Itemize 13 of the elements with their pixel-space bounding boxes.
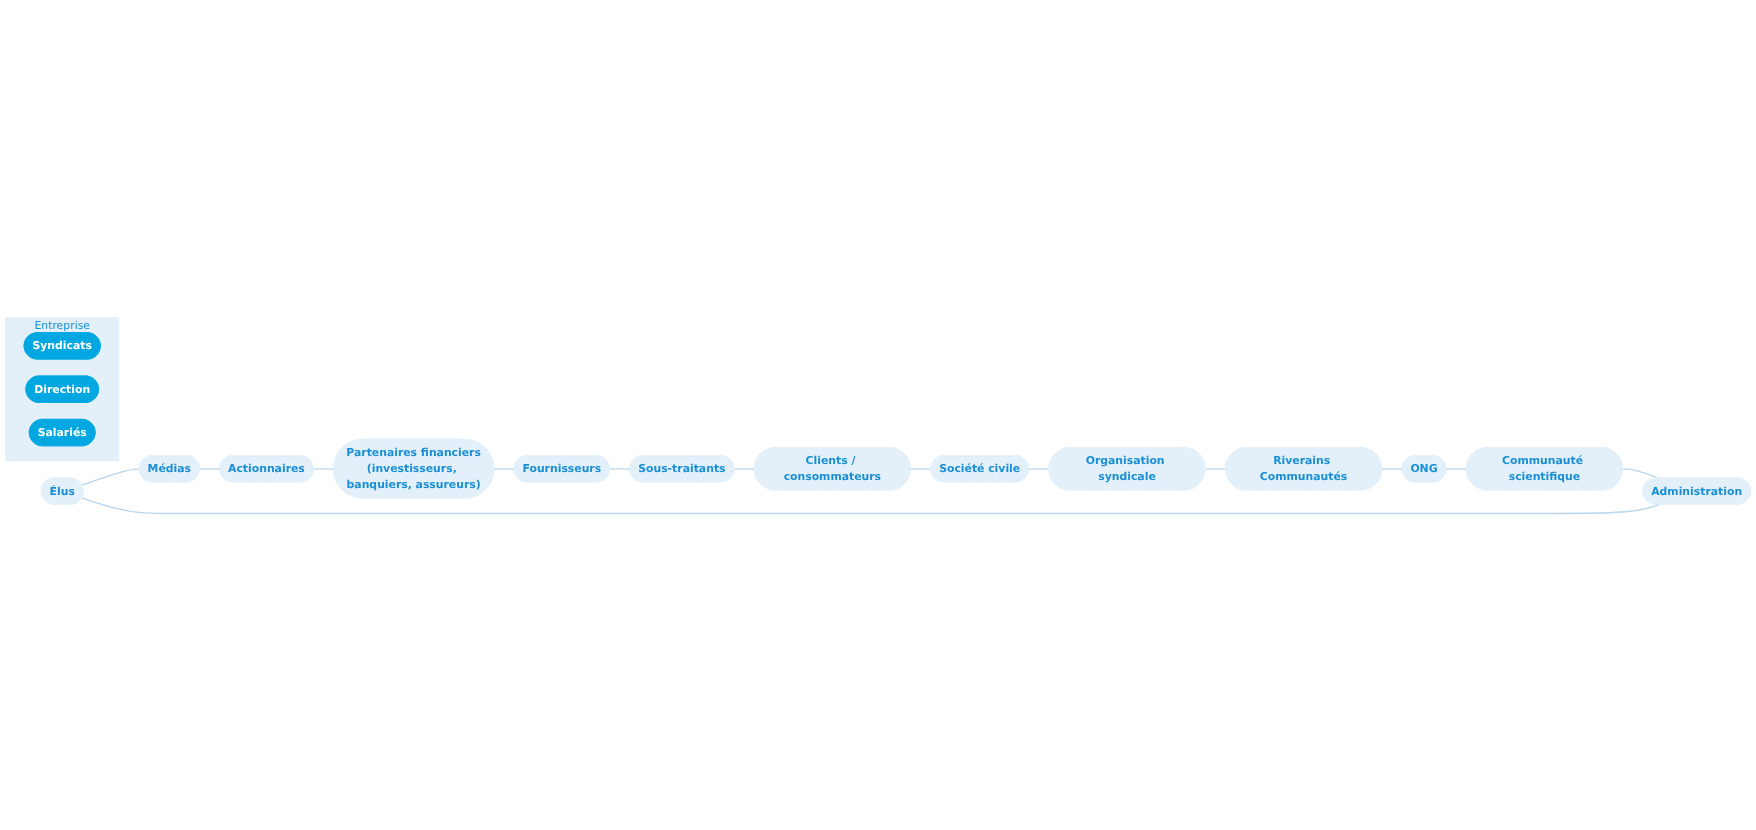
connector xyxy=(312,467,335,470)
connector xyxy=(199,467,221,470)
connector xyxy=(1445,467,1468,470)
connector xyxy=(81,496,1660,514)
connector xyxy=(609,467,631,470)
connector xyxy=(81,467,141,486)
connector xyxy=(1381,467,1404,470)
connector xyxy=(733,467,756,470)
connector xyxy=(1204,467,1227,470)
connector xyxy=(1622,467,1660,479)
connector xyxy=(493,467,516,470)
connector xyxy=(1028,467,1050,470)
connector xyxy=(910,467,932,470)
